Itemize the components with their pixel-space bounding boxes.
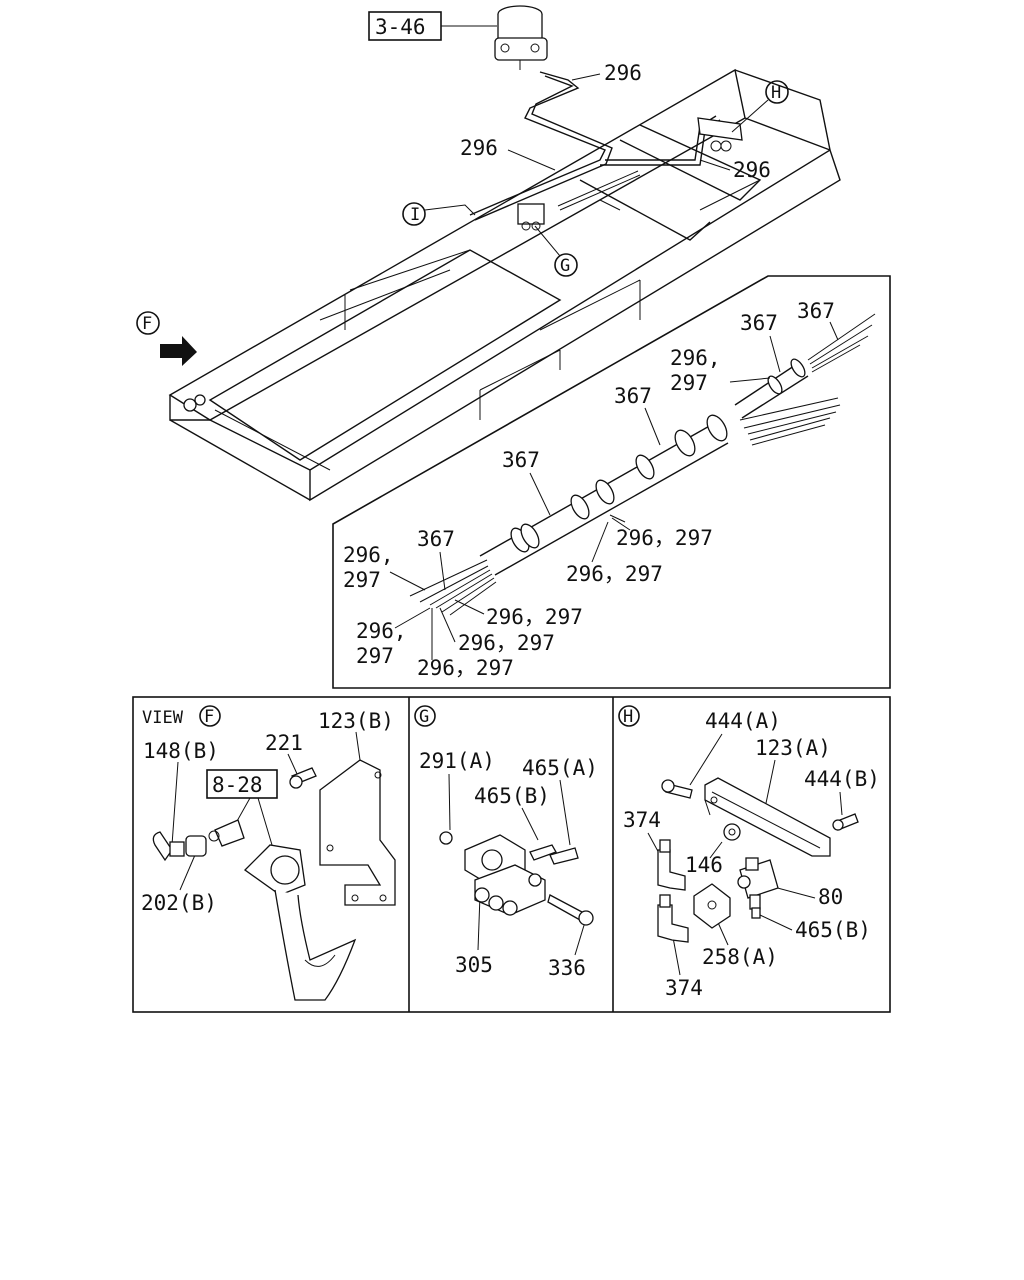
svg-text:F: F — [142, 314, 152, 334]
harness-bundle — [409, 313, 876, 616]
harness-labels: 367 367 296, 297 367 367 296，297 296，297… — [343, 299, 839, 680]
view-f-panel: VIEW F 123(B) 148(B) 221 8-28 202(B) — [141, 705, 396, 1001]
svg-text:296，297: 296，297 — [566, 562, 663, 586]
air-dryer-valve — [494, 5, 548, 70]
svg-text:291(A): 291(A) — [419, 749, 495, 773]
svg-text:146: 146 — [685, 853, 723, 877]
svg-text:465(A): 465(A) — [522, 756, 598, 780]
ref-box-3-46: 3-46 — [368, 11, 442, 41]
view-h-panel: H 444(A) 123(A) 444(B) 374 146 80 465(B)… — [618, 705, 880, 1000]
svg-text:297: 297 — [343, 568, 381, 592]
svg-text:367: 367 — [797, 299, 835, 323]
view-title: VIEW — [142, 708, 184, 728]
svg-text:221: 221 — [265, 731, 303, 755]
callout-296-right: 296 — [733, 158, 771, 182]
air-pipes — [469, 71, 721, 221]
view-h-circle: H — [623, 707, 633, 727]
svg-text:374: 374 — [665, 976, 703, 1000]
svg-text:374: 374 — [623, 808, 661, 832]
circle-f: F — [136, 311, 160, 335]
svg-text:296,: 296, — [670, 346, 721, 370]
callout-296-top: 296 — [604, 61, 642, 85]
svg-text:202(B): 202(B) — [141, 891, 217, 915]
detail-panels — [132, 696, 891, 1013]
svg-text:367: 367 — [614, 384, 652, 408]
chassis-frame — [168, 68, 841, 502]
svg-text:305: 305 — [455, 953, 493, 977]
svg-text:444(B): 444(B) — [804, 767, 880, 791]
valve-bracket-g — [517, 203, 545, 231]
circle-i: I — [402, 202, 426, 226]
svg-text:444(A): 444(A) — [705, 709, 781, 733]
circle-g: G — [554, 253, 578, 277]
svg-text:80: 80 — [818, 885, 843, 909]
svg-text:296,: 296, — [343, 543, 394, 567]
valve-bracket-h — [697, 117, 743, 152]
svg-text:465(B): 465(B) — [474, 784, 550, 808]
svg-text:148(B): 148(B) — [143, 739, 219, 763]
svg-text:367: 367 — [740, 311, 778, 335]
svg-text:297: 297 — [670, 371, 708, 395]
svg-text:296，297: 296，297 — [486, 605, 583, 629]
svg-text:123(B): 123(B) — [318, 709, 394, 733]
svg-text:H: H — [771, 83, 781, 103]
svg-text:336: 336 — [548, 956, 586, 980]
svg-text:297: 297 — [356, 644, 394, 668]
svg-text:465(B): 465(B) — [795, 918, 871, 942]
view-f-circle: F — [204, 707, 214, 727]
svg-text:296,: 296, — [356, 619, 407, 643]
svg-text:296，297: 296，297 — [458, 631, 555, 655]
callout-296-left: 296 — [460, 136, 498, 160]
svg-text:258(A): 258(A) — [702, 945, 778, 969]
svg-text:367: 367 — [502, 448, 540, 472]
circle-h: H — [765, 80, 789, 104]
svg-text:G: G — [560, 256, 570, 276]
svg-text:296，297: 296，297 — [417, 656, 514, 680]
harness-inset-border — [332, 275, 891, 689]
ref-label: 3-46 — [375, 15, 426, 39]
svg-text:296，297: 296，297 — [616, 526, 713, 550]
svg-text:8-28: 8-28 — [212, 773, 263, 797]
view-arrow-icon — [160, 336, 197, 366]
svg-text:367: 367 — [417, 527, 455, 551]
svg-text:I: I — [410, 205, 420, 225]
view-g-circle: G — [419, 707, 429, 727]
svg-text:123(A): 123(A) — [755, 736, 831, 760]
view-g-panel: G 291(A) 465(A) 465(B) 305 336 — [414, 705, 598, 980]
